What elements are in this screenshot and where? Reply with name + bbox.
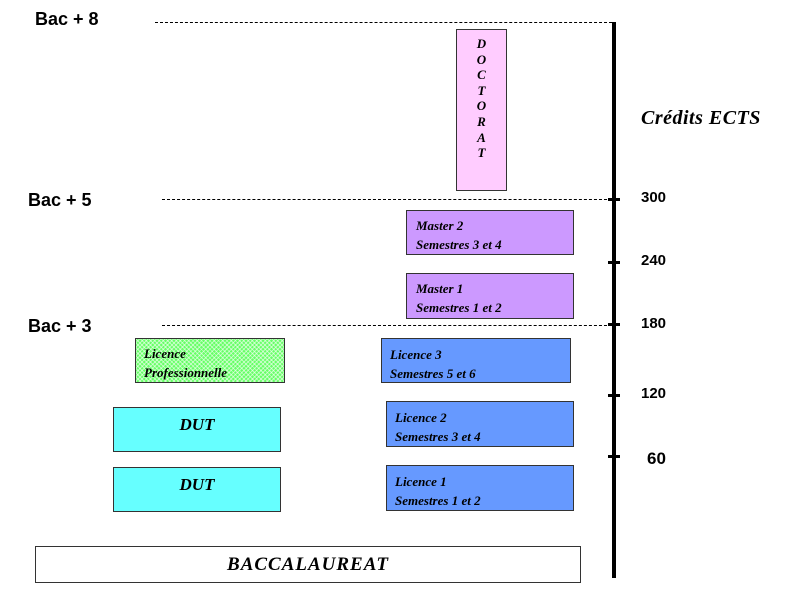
licence-pro-subtitle: Professionnelle xyxy=(144,365,228,380)
master1-title: Master 1 xyxy=(416,281,464,296)
doctorat-letter: R xyxy=(477,113,486,129)
doctorat-letter: T xyxy=(477,82,486,98)
axis-label-240: 240 xyxy=(641,252,667,269)
axis-label-300: 300 xyxy=(641,189,667,206)
doctorat-letter: A xyxy=(477,129,486,145)
master1-box: Master 1 Semestres 1 et 2 xyxy=(406,273,574,319)
doctorat-letter: O xyxy=(476,51,487,67)
axis-label-180: 180 xyxy=(641,315,667,332)
level-line-bac8 xyxy=(155,22,612,23)
axis-label-120: 120 xyxy=(641,385,667,402)
dut-upper-label: DUT xyxy=(179,415,215,434)
level-line-bac5 xyxy=(162,199,612,200)
licence2-title: Licence 2 xyxy=(395,410,447,425)
licence2-semesters: Semestres 3 et 4 xyxy=(395,429,481,444)
licence3-box: Licence 3 Semestres 5 et 6 xyxy=(381,338,571,383)
dut-box-lower: DUT xyxy=(113,467,281,512)
axis-tick-60 xyxy=(608,455,620,458)
axis-label-60: 60 xyxy=(647,449,666,468)
doctorat-box: D O C T O R A T xyxy=(456,29,507,191)
credits-axis xyxy=(612,22,616,578)
licence1-semesters: Semestres 1 et 2 xyxy=(395,493,481,508)
master2-box: Master 2 Semestres 3 et 4 xyxy=(406,210,574,255)
licence-pro-box: Licence Professionnelle xyxy=(135,338,285,383)
master2-semesters: Semestres 3 et 4 xyxy=(416,237,502,252)
level-label-bac8: Bac + 8 xyxy=(35,9,99,29)
level-label-bac3: Bac + 3 xyxy=(28,316,92,336)
baccalaureat-box: BACCALAUREAT xyxy=(35,546,581,583)
master2-title: Master 2 xyxy=(416,218,464,233)
baccalaureat-label: BACCALAUREAT xyxy=(227,554,389,575)
axis-tick-300 xyxy=(608,198,620,201)
licence2-box: Licence 2 Semestres 3 et 4 xyxy=(386,401,574,447)
master1-semesters: Semestres 1 et 2 xyxy=(416,300,502,315)
level-line-bac3 xyxy=(162,325,612,326)
licence-pro-title: Licence xyxy=(144,346,186,361)
doctorat-letter: D xyxy=(476,36,487,51)
axis-tick-240 xyxy=(608,261,620,264)
credits-ects-title: Crédits ECTS xyxy=(641,107,761,129)
licence3-title: Licence 3 xyxy=(390,347,442,362)
doctorat-letter: T xyxy=(477,145,486,161)
axis-tick-180 xyxy=(608,323,620,326)
dut-lower-label: DUT xyxy=(179,475,215,494)
level-label-bac5: Bac + 5 xyxy=(28,190,92,210)
licence1-title: Licence 1 xyxy=(395,474,447,489)
doctorat-letter: O xyxy=(476,98,487,114)
dut-box-upper: DUT xyxy=(113,407,281,452)
licence3-semesters: Semestres 5 et 6 xyxy=(390,366,476,381)
axis-tick-120 xyxy=(608,394,620,397)
licence1-box: Licence 1 Semestres 1 et 2 xyxy=(386,465,574,511)
doctorat-letter: C xyxy=(477,67,486,83)
